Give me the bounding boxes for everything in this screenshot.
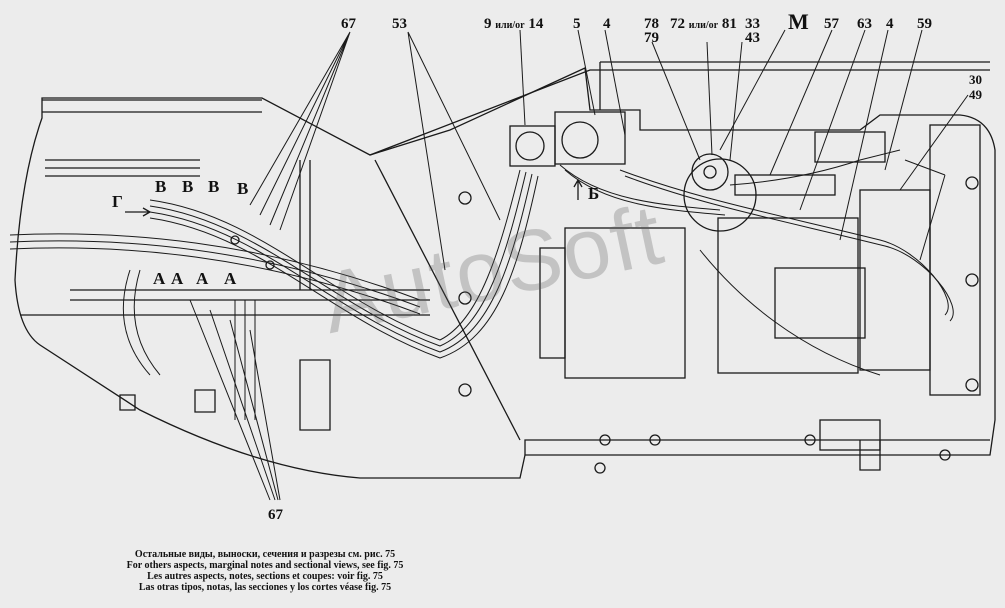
frame-top-rail [42,99,262,113]
callout-43: 43 [745,30,760,46]
callout-72-or-81: 72 или/or 81 [670,17,737,32]
hose-bundle [9,149,954,420]
bolt-holes [230,176,979,474]
note-es: Las otras tipos, notas, las secciones y … [138,582,392,593]
view-label-v-4: В [237,179,249,198]
callout-4-a: 4 [603,16,611,32]
arrow-b [573,178,583,200]
cylinder-a [814,131,886,163]
reference-notes: Остальные виды, выноски, сечения и разре… [0,549,530,593]
valve-disc-2 [515,131,545,161]
view-label-g: Г [112,192,123,211]
view-label-v-1: В [155,177,167,196]
callout-9: 9 [484,16,492,32]
leader-lines [189,29,969,501]
callout-9-or: или/or [495,20,525,31]
view-label-v-3: В [208,177,220,196]
callout-79: 79 [644,30,659,46]
crossmember [299,159,521,441]
cylinder-b [819,419,881,451]
callout-81: 81 [721,16,737,32]
note-en: For others aspects, marginal notes and s… [126,560,404,571]
note-fr: Les autres aspects, notes, sections et c… [147,571,383,582]
callout-9-or-14: 9 или/or 14 [484,17,543,32]
frame-diagonal [369,61,990,156]
left-mount [119,359,331,431]
arrow-g [125,207,152,217]
valve-disc [561,121,599,159]
callout-72: 72 [670,16,685,32]
callout-30: 30 [969,72,982,87]
callout-67-top: 67 [341,16,356,32]
node-m-core [703,165,717,179]
right-end-plate [929,124,981,396]
note-ru: Остальные виды, выноски, сечения и разре… [134,549,396,560]
callout-33: 33 [745,16,760,32]
right-bracket [859,189,931,371]
pump-flange [539,247,566,359]
callout-m: M [788,9,809,34]
callout-67-bottom: 67 [268,507,283,523]
callout-4-b: 4 [886,16,894,32]
callout-78: 78 [644,16,659,32]
node-m-outer [683,158,757,232]
motor-cap [774,267,866,339]
view-label-a-2: А [171,269,184,288]
view-label-a-1: А [153,269,166,288]
frame-lower-beam [524,439,990,471]
callout-57: 57 [824,16,839,32]
callout-53: 53 [392,16,407,32]
frame-outline [14,67,996,479]
callout-49: 49 [969,87,982,102]
callout-59: 59 [917,16,932,32]
callout-72-or: или/or [688,20,719,31]
valve-block-right [554,111,626,165]
callout-63: 63 [857,16,872,32]
view-label-a-3: А [196,269,209,288]
view-label-b: Б [588,184,600,203]
left-rails [20,159,430,316]
view-label-a-4: А [224,269,237,288]
callout-5: 5 [573,16,581,32]
motor-body [717,217,859,374]
callout-14: 14 [528,16,544,32]
view-label-v-2: В [182,177,194,196]
